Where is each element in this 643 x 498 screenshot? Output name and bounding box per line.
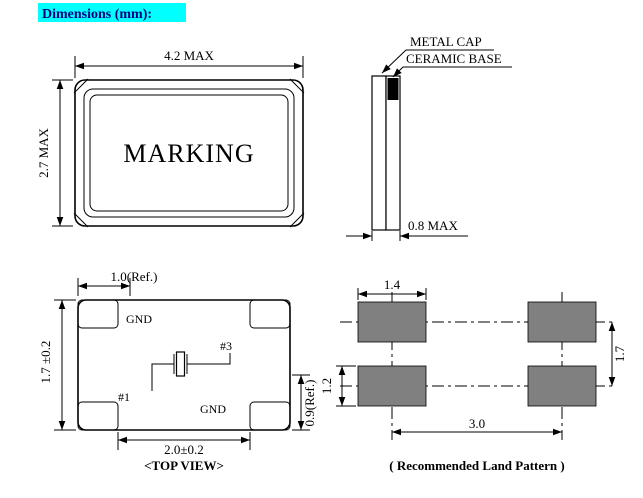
land-pad-bottom-right bbox=[527, 365, 597, 407]
pad-top-left bbox=[77, 299, 119, 329]
title-highlight bbox=[38, 3, 186, 22]
corner-notch bbox=[73, 212, 89, 228]
metal-cap-label: METAL CAP bbox=[410, 34, 482, 49]
pin1-label: #1 bbox=[118, 390, 130, 404]
dim-pad-width: 1.0(Ref.) bbox=[77, 269, 158, 296]
dim-width: 4.2 MAX bbox=[74, 48, 304, 78]
dim-land-pad-width: 1.4 bbox=[357, 277, 427, 300]
land-pattern: 1.4 1.2 1.7 3.0 ( Recommended Land Patte… bbox=[319, 277, 627, 473]
dim-pad-height: 0.9(Ref.) bbox=[292, 374, 317, 431]
corner-notch bbox=[289, 212, 305, 228]
ceramic-base-leader bbox=[392, 66, 404, 78]
dim-land-pad-height-text: 1.2 bbox=[319, 378, 334, 394]
marking-label: MARKING bbox=[123, 139, 254, 168]
dim-land-row-pitch: 1.7 bbox=[608, 322, 627, 386]
cap-inner-outline bbox=[89, 94, 289, 212]
pad-bottom-left bbox=[77, 401, 119, 431]
metal-cap-leader bbox=[381, 49, 407, 74]
top-view-caption: <TOP VIEW> bbox=[144, 458, 224, 473]
top-view: GND #3 #1 GND 1.0(Ref.) 1.7 ±0.2 bbox=[38, 269, 317, 473]
dim-thickness: 0.8 MAX bbox=[346, 218, 468, 241]
page-title: Dimensions (mm): bbox=[42, 7, 152, 22]
top-view-outline bbox=[77, 299, 291, 431]
title-block: Dimensions (mm): bbox=[38, 3, 186, 22]
land-pad-top-left bbox=[357, 301, 427, 343]
package-outline bbox=[74, 79, 304, 227]
side-view: METAL CAP CERAMIC BASE 0.8 MAX bbox=[346, 34, 512, 241]
dim-land-col-pitch: 3.0 bbox=[392, 416, 562, 436]
ceramic-base-label: CERAMIC BASE bbox=[406, 51, 502, 66]
dim-width-text: 4.2 MAX bbox=[164, 48, 214, 63]
dim-land-pad-height: 1.2 bbox=[319, 365, 356, 407]
dim-land-pad-width-text: 1.4 bbox=[384, 277, 401, 292]
dim-land-col-pitch-text: 3.0 bbox=[469, 416, 485, 431]
dim-land-row-pitch-text: 1.7 bbox=[612, 345, 627, 362]
land-pad-top-right bbox=[527, 301, 597, 343]
seal-section bbox=[387, 78, 399, 100]
front-view: MARKING 4.2 MAX 2.7 MAX bbox=[36, 48, 305, 228]
crystal-symbol bbox=[151, 351, 231, 391]
dim-pad-width-text: 1.0(Ref.) bbox=[111, 269, 158, 284]
corner-notch bbox=[73, 78, 89, 94]
metal-cap-profile bbox=[371, 75, 387, 231]
dim-thickness-text: 0.8 MAX bbox=[408, 218, 458, 233]
land-pad-bottom-left bbox=[357, 365, 427, 407]
gnd-bottom-label: GND bbox=[200, 402, 226, 416]
corner-notch bbox=[289, 78, 305, 94]
cap-outline bbox=[83, 88, 295, 218]
pad-bottom-right bbox=[249, 401, 291, 431]
land-pattern-caption: ( Recommended Land Pattern ) bbox=[389, 458, 564, 473]
dim-pad-span: 2.0±0.2 bbox=[117, 432, 251, 457]
pin3-label: #3 bbox=[220, 339, 232, 353]
dim-height: 2.7 MAX bbox=[36, 79, 73, 227]
dim-pad-height-text: 0.9(Ref.) bbox=[302, 380, 317, 427]
pad-top-right bbox=[249, 299, 291, 329]
dim-body-height-text: 1.7 ±0.2 bbox=[38, 341, 53, 384]
dim-pad-span-text: 2.0±0.2 bbox=[164, 442, 204, 457]
dim-height-text: 2.7 MAX bbox=[36, 127, 51, 177]
gnd-top-label: GND bbox=[126, 312, 152, 326]
dim-body-height: 1.7 ±0.2 bbox=[38, 299, 76, 431]
